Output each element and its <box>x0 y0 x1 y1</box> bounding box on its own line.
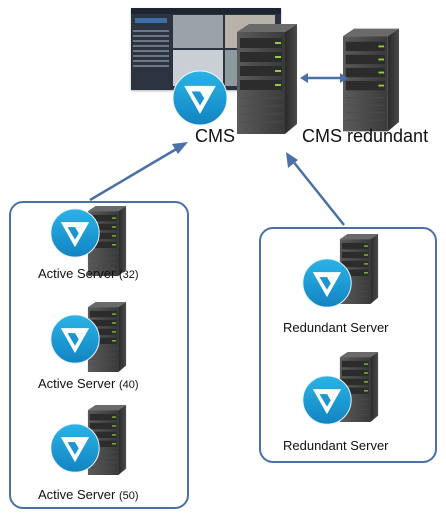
redundant-server-2-logo-icon <box>302 375 352 425</box>
active-server-2-label: Active Server (40) <box>38 376 139 391</box>
redundant-server-1-logo-icon <box>302 258 352 308</box>
sync-arrow <box>300 73 348 83</box>
redundant-server-1-label: Redundant Server <box>283 320 389 335</box>
active-server-3-logo-icon <box>50 423 100 473</box>
redundant-servers-group <box>259 227 437 463</box>
active-server-1-label: Active Server (32) <box>38 266 139 281</box>
active-server-3-label: Active Server (50) <box>38 487 139 502</box>
cms-label: CMS <box>195 126 235 146</box>
active-server-1-logo-icon <box>50 208 100 258</box>
redundant-server-2-label: Redundant Server <box>283 438 389 453</box>
active-server-2-logo-icon <box>50 314 100 364</box>
cms-redundant-label: CMS redundant <box>302 126 429 146</box>
